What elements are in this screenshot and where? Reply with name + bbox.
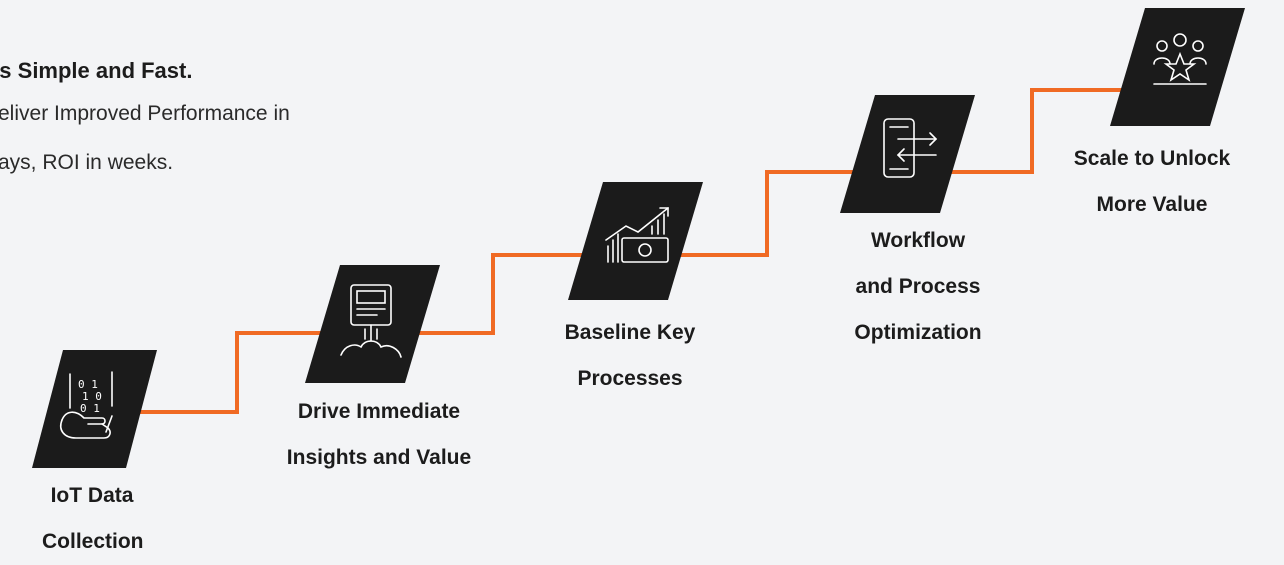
- svg-text:0 1: 0 1: [78, 378, 98, 391]
- binary-data-hand-icon: 0 1 1 0 0 1: [60, 371, 113, 439]
- step-5-label: Scale to Unlock More Value: [1073, 147, 1231, 216]
- step-4-label: Workflow and Process Optimization: [854, 229, 982, 344]
- step-2-icon-tile: [305, 265, 440, 383]
- step-3-icon-tile: [568, 182, 703, 300]
- step-4-icon-tile: [840, 95, 975, 213]
- step-1-label: IoT Data Collection: [42, 484, 144, 553]
- step-5-icon-tile: [1110, 8, 1245, 126]
- intro-headline: ’s Simple and Fast.: [0, 58, 193, 83]
- terminal-growth-icon: [340, 284, 402, 358]
- step-1-icon-tile: 0 1 1 0 0 1: [32, 350, 157, 468]
- intro-text-line-2: ays, ROI in weeks.: [0, 151, 174, 174]
- step-2-label: Drive Immediate Insights and Value: [286, 400, 472, 469]
- team-star-icon: [1153, 33, 1207, 85]
- phone-transfer-icon: [883, 118, 938, 178]
- svg-text:1 0: 1 0: [82, 390, 102, 403]
- money-growth-chart-icon: [605, 207, 669, 263]
- svg-text:0 1: 0 1: [80, 402, 100, 415]
- intro-text-line-1: eliver Improved Performance in: [0, 102, 290, 125]
- step-3-label: Baseline Key Processes: [564, 321, 696, 390]
